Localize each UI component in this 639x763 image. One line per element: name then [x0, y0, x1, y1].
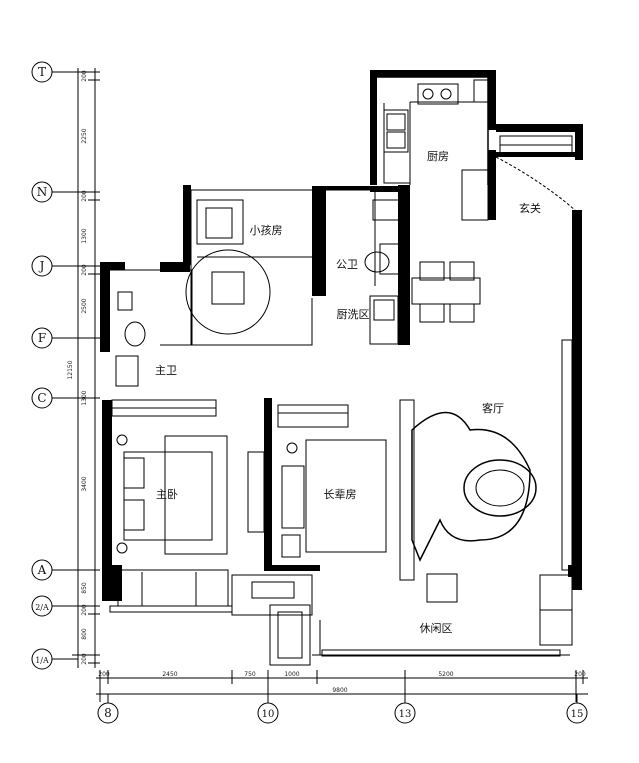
- axis-bubble-C: C: [31, 387, 78, 409]
- svg-text:N: N: [37, 185, 48, 199]
- label-kids-room: 小孩房: [250, 224, 283, 237]
- label-laundry: 厨洗区: [337, 308, 370, 321]
- label-elder-room: 长辈房: [324, 487, 357, 501]
- axis-bubbles-left: T N J F C A 2/A 1/A: [31, 61, 78, 670]
- axis-bubble-13: 13: [394, 694, 416, 724]
- svg-text:13: 13: [399, 709, 412, 720]
- dim-left-12: 200: [81, 653, 88, 665]
- dim-left-10: 200: [81, 604, 88, 616]
- label-master-bath: 主卫: [155, 364, 177, 377]
- outlines: [109, 76, 576, 666]
- dim-left-11: 800: [81, 628, 88, 640]
- label-entrance: 玄关: [519, 201, 541, 215]
- svg-text:1/A: 1/A: [35, 656, 49, 665]
- walls: [100, 70, 583, 601]
- label-leisure: 休闲区: [420, 621, 453, 635]
- dim-bottom-4: 5200: [438, 671, 453, 678]
- dim-left-8: 3400: [81, 476, 88, 491]
- svg-text:T: T: [38, 65, 46, 79]
- axis-bubble-N: N: [31, 181, 78, 203]
- dim-bottom-3: 1000: [284, 671, 299, 678]
- dim-left-7: 1300: [81, 390, 88, 405]
- axis-bubbles-bottom: 8 10 13 15: [97, 694, 588, 724]
- dim-left-9: 850: [81, 582, 88, 594]
- axis-bubble-8: 8: [97, 694, 119, 724]
- svg-text:F: F: [38, 331, 46, 345]
- axis-bubble-15: 15: [566, 694, 588, 724]
- dim-bottom-2: 750: [244, 671, 256, 678]
- dim-left-1: 200: [81, 70, 88, 82]
- axis-bubble-T: T: [31, 61, 78, 83]
- svg-text:2/A: 2/A: [35, 603, 49, 612]
- axis-bubble-F: F: [31, 327, 78, 349]
- dim-bottom-1: 2450: [162, 671, 177, 678]
- label-living-room: 客厅: [482, 401, 504, 415]
- svg-text:8: 8: [104, 706, 112, 720]
- svg-text:C: C: [37, 391, 46, 405]
- label-master-bedroom: 主卧: [156, 488, 178, 501]
- dim-left-total: 12150: [67, 360, 74, 379]
- dim-left-5: 200: [81, 264, 88, 276]
- axis-bubble-10: 10: [257, 694, 279, 724]
- label-public-bath: 公卫: [336, 258, 358, 271]
- axis-bubble-A: A: [31, 559, 78, 581]
- dim-left-4: 1300: [81, 228, 88, 243]
- axis-bubble-1A: 1/A: [31, 648, 78, 670]
- svg-text:A: A: [37, 563, 47, 577]
- left-dimension-chain: 200 2250 200 1300 200 2500 1300 3400 850…: [67, 68, 100, 668]
- dim-bottom-start: 200: [98, 671, 110, 678]
- svg-text:J: J: [38, 259, 45, 273]
- svg-text:15: 15: [571, 709, 584, 720]
- axis-bubble-2A: 2/A: [31, 595, 78, 617]
- axis-bubble-J: J: [31, 255, 78, 277]
- dim-bottom-total: 9800: [332, 687, 347, 694]
- dim-left-6: 2500: [81, 298, 88, 313]
- room-labels: 厨房 玄关 小孩房 公卫 厨洗区 主卫 客厅 主卧 长辈房 休闲区: [155, 150, 541, 635]
- svg-text:10: 10: [262, 709, 275, 720]
- dim-left-2: 2250: [81, 128, 88, 143]
- dim-left-3: 200: [81, 190, 88, 202]
- bottom-dimension-chain: 200 2450 750 1000 5200 200 9800: [96, 670, 588, 702]
- label-kitchen: 厨房: [427, 150, 449, 163]
- dim-bottom-5: 200: [574, 671, 586, 678]
